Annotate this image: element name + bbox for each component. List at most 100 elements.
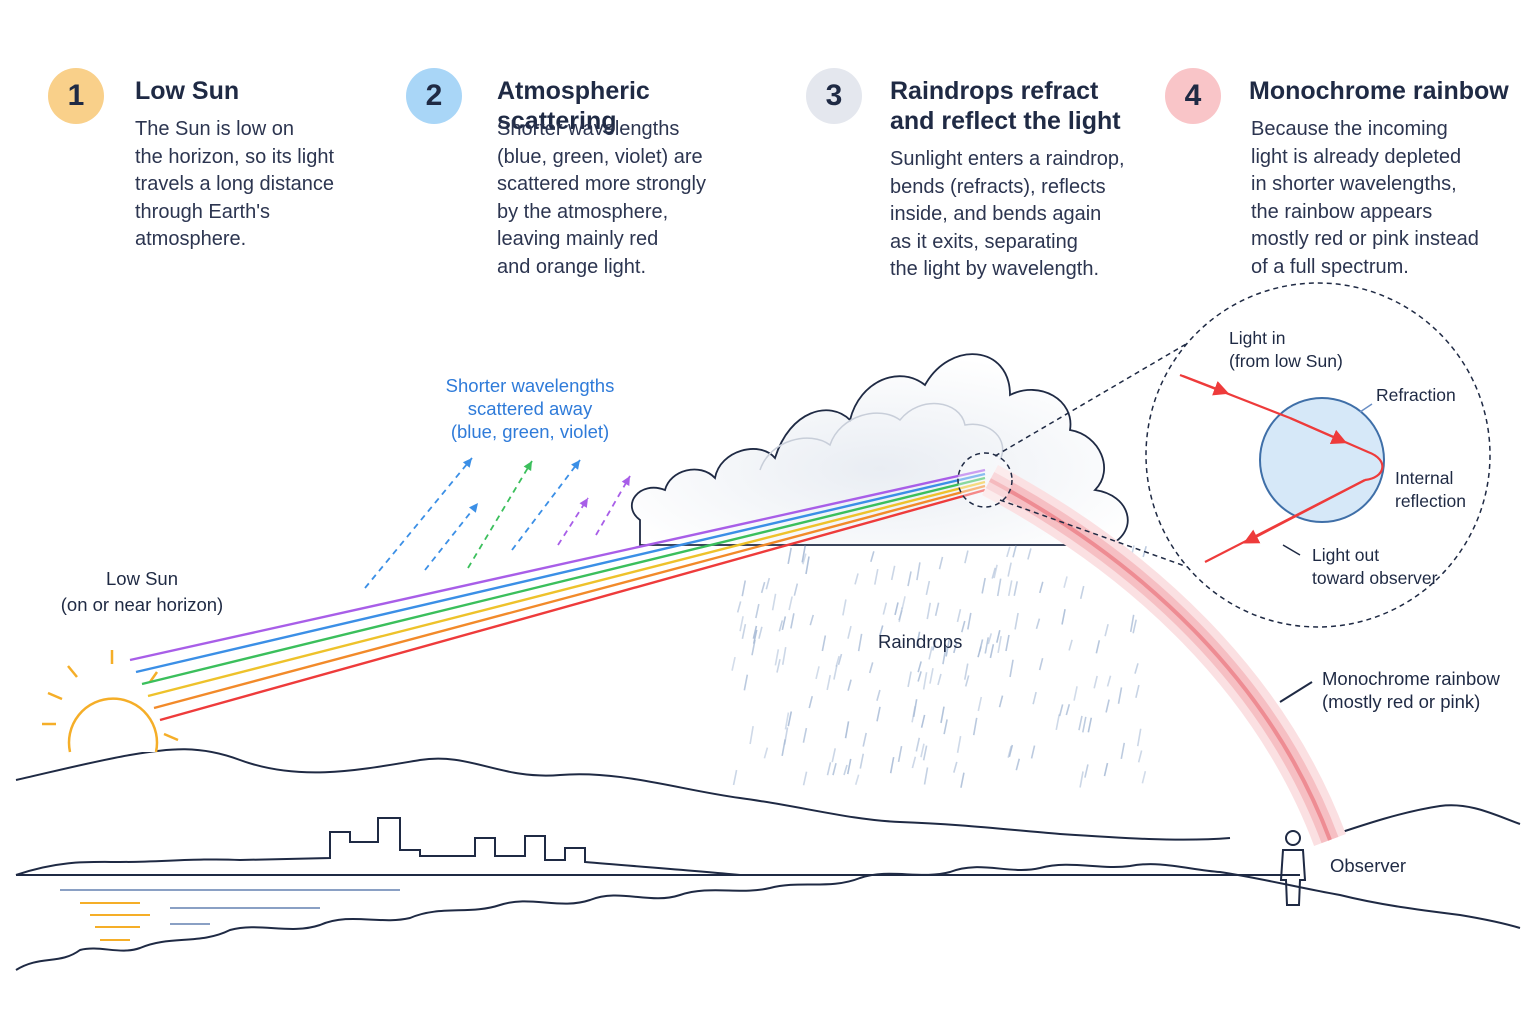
rain-streak — [1015, 758, 1021, 771]
rain-streak — [1079, 771, 1084, 788]
back-hills — [15, 748, 1231, 841]
low-sun-label: Low Sun (on or near horizon) — [60, 568, 224, 615]
rain-streak — [1005, 634, 1010, 652]
rain-streak — [922, 672, 928, 690]
rain-streak — [809, 614, 815, 626]
rain-streak — [940, 706, 945, 724]
rain-streak — [736, 601, 742, 613]
step-2-badge: 2 — [406, 68, 462, 124]
rain-streak — [1013, 581, 1019, 596]
rain-streak — [937, 673, 942, 686]
rain-streak — [1055, 714, 1061, 731]
rain-streak — [843, 764, 848, 776]
rain-streak — [835, 655, 840, 667]
rain-streak — [765, 577, 771, 590]
refraction-label: Refraction — [1376, 385, 1456, 405]
rain-streak — [826, 762, 832, 776]
step-1-title: Low Sun — [135, 77, 240, 105]
rain-streak — [953, 761, 958, 773]
rain-streak — [1012, 545, 1017, 558]
rain-streak — [889, 757, 895, 774]
rain-streak — [1068, 639, 1073, 651]
rain-streak — [977, 646, 982, 658]
rain-streak — [805, 556, 810, 575]
rain-streak — [1104, 624, 1109, 637]
rain-streak — [967, 612, 972, 630]
step-4-body: Because the incoming light is already de… — [1251, 118, 1479, 278]
rain-streak — [1007, 580, 1013, 597]
rain-streak — [984, 637, 990, 654]
rain-streak — [1009, 659, 1014, 678]
rain-streak — [788, 596, 793, 611]
rain-streak — [815, 666, 820, 680]
rain-streak — [890, 565, 896, 581]
light-in-label: Light in (from low Sun) — [1229, 328, 1343, 371]
rain-streak — [781, 739, 786, 756]
rain-streak — [854, 774, 860, 786]
rain-streak — [732, 769, 738, 786]
scattered-arrow — [511, 459, 581, 551]
rain-streak — [1035, 618, 1041, 630]
rain-streak — [998, 695, 1004, 708]
rain-streak — [1141, 771, 1147, 784]
rain-streak — [917, 661, 922, 673]
rain-streak — [938, 556, 944, 570]
rain-streak — [901, 596, 906, 610]
raindrop-detail — [1179, 373, 1385, 563]
rain-streak — [1027, 548, 1032, 560]
rain-streak — [996, 578, 1002, 597]
rain-streak — [1103, 762, 1109, 777]
rain-streak — [1078, 715, 1083, 731]
rain-streak — [790, 613, 795, 629]
internal-reflection-label: Internal reflection — [1395, 468, 1467, 511]
rain-streak — [1082, 716, 1087, 733]
rain-streak — [758, 626, 763, 639]
rain-streak — [802, 771, 808, 786]
scattered-arrow — [595, 475, 631, 536]
rain-streak — [873, 568, 879, 585]
rain-streak — [870, 551, 875, 563]
rain-streak — [760, 581, 766, 594]
rain-streak — [844, 721, 850, 739]
rain-streak — [960, 772, 965, 788]
rain-streak — [915, 737, 921, 752]
rain-streak — [989, 644, 995, 659]
rain-streak — [991, 567, 997, 579]
rain-streak — [1084, 764, 1089, 778]
rain-streak — [847, 679, 852, 691]
rain-streak — [964, 675, 970, 687]
rain-streak — [926, 602, 932, 620]
rain-streak — [977, 696, 983, 712]
rain-streak — [801, 545, 806, 563]
step-4-badge: 4 — [1165, 68, 1221, 124]
rain-streak — [953, 641, 958, 654]
rain-streak — [808, 696, 814, 709]
rain-streak — [781, 647, 787, 665]
rain-streak — [771, 593, 777, 611]
monochrome-rainbow-label: Monochrome rainbow (mostly red or pink) — [1322, 668, 1500, 712]
rain-streak — [1063, 576, 1068, 588]
rain-streak — [907, 671, 912, 688]
rain-streak — [997, 636, 1002, 654]
rain-streak — [1008, 744, 1014, 758]
landscape — [15, 748, 1521, 971]
scattered-light-arrows — [364, 457, 631, 589]
rain-streak — [1038, 657, 1044, 671]
rain-streak — [942, 646, 947, 665]
rain-streak — [831, 748, 837, 763]
rain-streak — [857, 633, 863, 652]
sunlight-rays — [129, 468, 986, 722]
rain-streak — [1061, 609, 1066, 625]
sun-icon — [42, 650, 179, 753]
step-4: 4 Monochrome rainbow Because the incomin… — [1165, 68, 1525, 288]
rain-streak — [1007, 562, 1012, 577]
sunlight-ray — [129, 468, 986, 662]
rain-streak — [1093, 675, 1098, 689]
rain-streak — [781, 616, 787, 631]
rain-streak — [862, 732, 867, 747]
scattered-arrow — [424, 502, 479, 571]
rainbow-pointer — [1279, 681, 1313, 703]
rain-streak — [911, 706, 916, 723]
rain-streak — [749, 725, 754, 745]
rain-streak — [981, 577, 986, 594]
